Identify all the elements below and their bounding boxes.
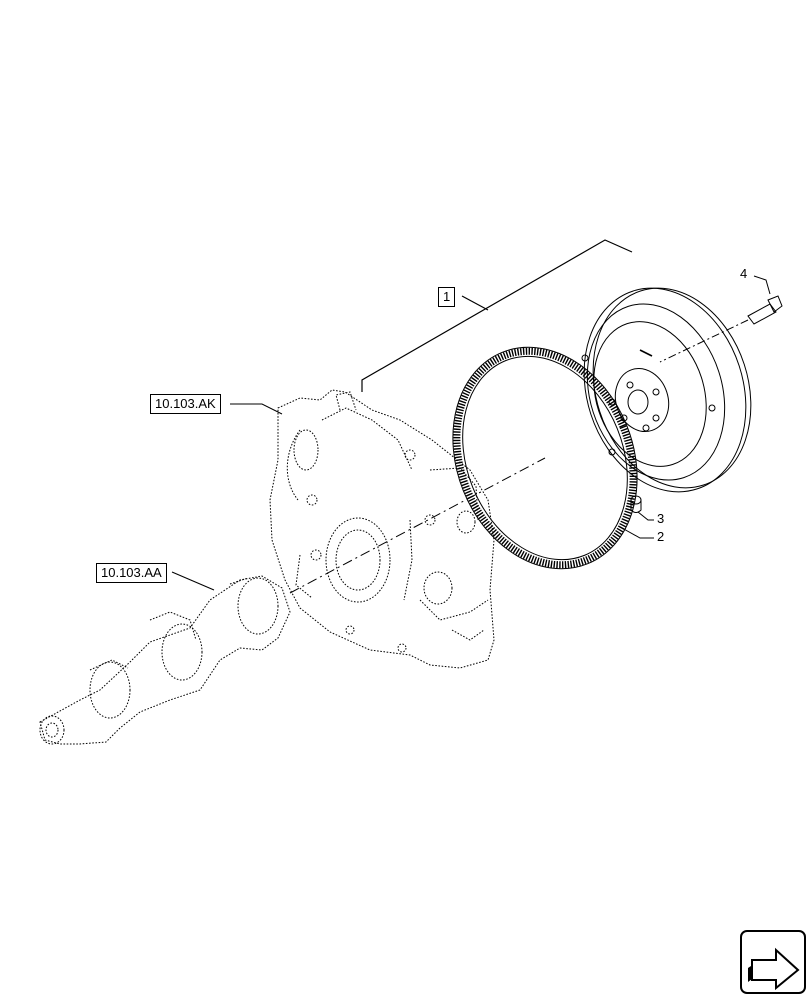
- dowel-pin: [630, 495, 642, 513]
- bolt: [659, 295, 783, 363]
- next-page-arrow-icon[interactable]: [740, 930, 806, 994]
- callout-bolt: 4: [740, 266, 748, 281]
- flywheel: [581, 287, 752, 493]
- callout-gear-cover-ref[interactable]: 10.103.AK: [150, 394, 221, 414]
- assembly-bracket: [361, 239, 633, 392]
- center-axis: [289, 457, 546, 594]
- leader-lines: [171, 275, 771, 591]
- ring-gear: [452, 346, 638, 570]
- crankshaft: [39, 575, 291, 745]
- callout-dowel: 3: [657, 511, 665, 526]
- callout-assembly-ref[interactable]: 1: [438, 287, 456, 307]
- callout-ring-gear: 2: [657, 529, 665, 544]
- callout-crankshaft-ref[interactable]: 10.103.AA: [96, 563, 167, 583]
